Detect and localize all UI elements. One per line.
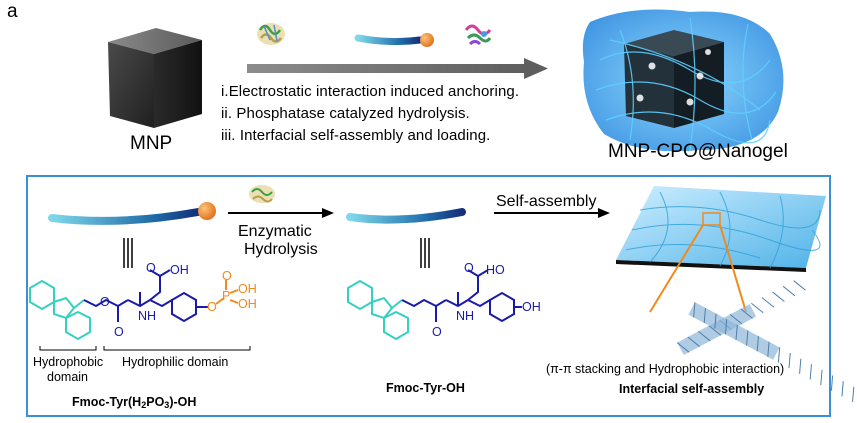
step-2: ii. Phosphatase catalyzed hydrolysis. xyxy=(221,105,470,122)
atom-oh-p1: OH xyxy=(238,282,257,296)
hydrophobic-label-1: Hydrophobic xyxy=(33,355,104,369)
reactant-structure xyxy=(29,269,239,341)
mnp-cube xyxy=(108,28,202,128)
self-assembly-arrow xyxy=(494,208,610,218)
equivalence-bars-middle xyxy=(420,238,430,268)
enzyme-icon xyxy=(464,24,492,46)
reactant-name: Fmoc-Tyr(H2PO3)-OH xyxy=(72,395,197,410)
enzymatic-label-2: Hydrolysis xyxy=(244,241,318,258)
assembly-title: Interfacial self-assembly xyxy=(619,382,765,396)
panel-label: a xyxy=(7,1,18,22)
domain-brackets xyxy=(39,346,251,351)
nanogel-particle xyxy=(582,9,784,152)
atom-p: P xyxy=(222,289,231,303)
enzymatic-label-1: Enzymatic xyxy=(238,223,312,240)
atom-o-phosphate: O xyxy=(207,300,217,314)
mnp-label: MNP xyxy=(130,133,173,154)
product-rod xyxy=(346,208,466,224)
bottom-panel-frame xyxy=(26,175,831,417)
atom-o-phosphoryl: O xyxy=(222,269,232,283)
enzyme-small-icon xyxy=(249,185,275,203)
atom-nh-product: NH xyxy=(456,309,475,323)
hydrophilic-label: Hydrophilic domain xyxy=(122,355,229,369)
atom-o-carbamate: O xyxy=(114,325,124,339)
atom-o-acid: O xyxy=(146,261,156,275)
self-assembly-label: Self-assembly xyxy=(496,193,597,210)
atom-oh-phenol: OH xyxy=(522,300,541,314)
atom-ho-product: HO xyxy=(486,263,505,277)
atom-nh: NH xyxy=(138,309,157,323)
process-arrow xyxy=(247,58,548,79)
interaction-note: (π-π stacking and Hydrophobic interactio… xyxy=(546,362,785,376)
peptide-rod-icon xyxy=(354,33,434,47)
nanogel-label: MNP-CPO@Nanogel xyxy=(608,141,788,162)
equivalence-bars-left xyxy=(123,238,133,268)
atom-oh-acid: OH xyxy=(170,263,189,277)
protein-icon xyxy=(257,23,285,45)
atom-o-ether: O xyxy=(100,295,110,309)
step-3: iii. Interfacial self-assembly and loadi… xyxy=(221,127,491,144)
step-1: i.Electrostatic interaction induced anch… xyxy=(221,83,520,100)
hydrophobic-label-2: domain xyxy=(47,370,88,384)
atom-oh-p2: OH xyxy=(238,297,257,311)
product-structure xyxy=(347,269,522,341)
fiber-bundle xyxy=(676,280,855,403)
product-name: Fmoc-Tyr-OH xyxy=(386,381,465,395)
enzymatic-arrow xyxy=(228,208,334,218)
reactant-rod xyxy=(48,202,216,225)
atom-o-carbamate-product: O xyxy=(432,325,442,339)
atom-o-acid-product: O xyxy=(464,261,474,275)
self-assembled-film xyxy=(616,186,826,313)
